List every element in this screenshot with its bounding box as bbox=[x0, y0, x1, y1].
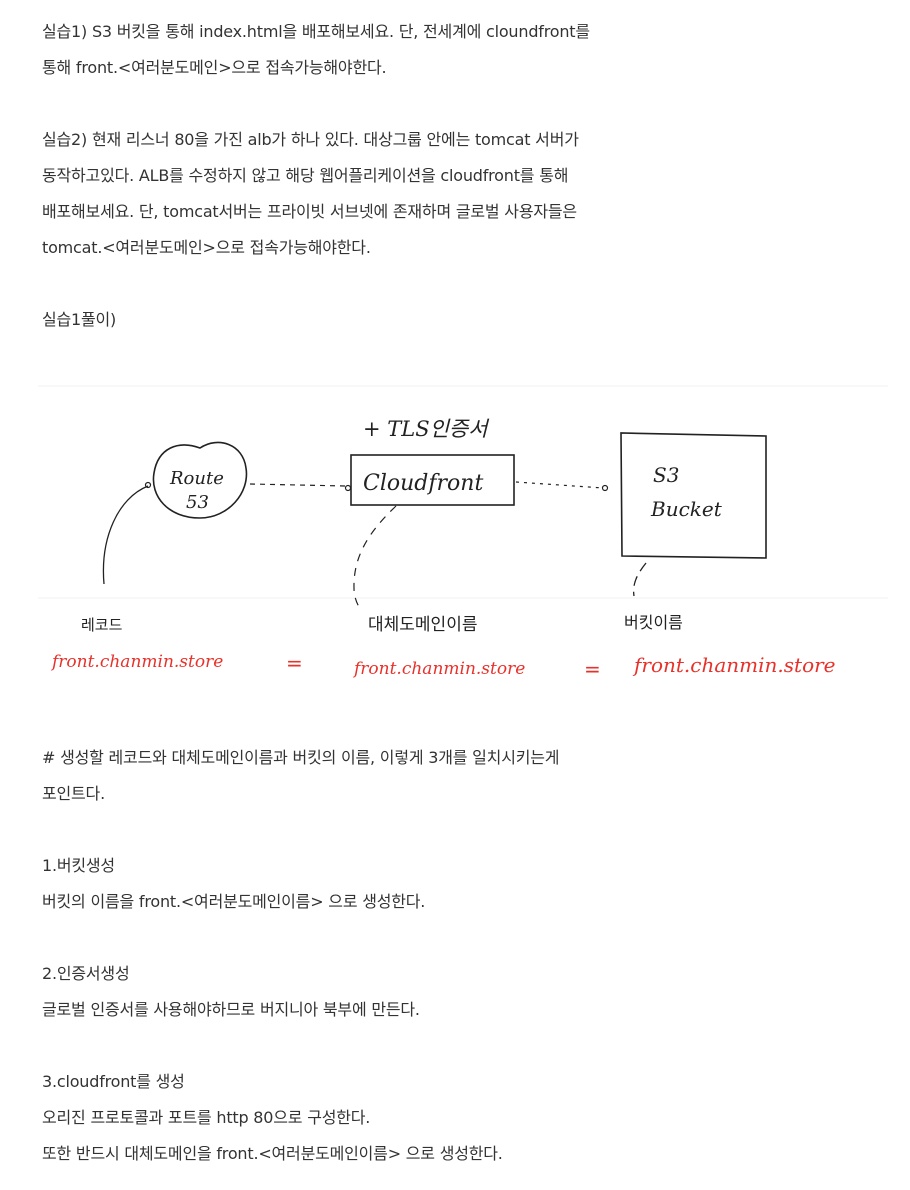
equals-sign-1: = bbox=[286, 651, 303, 675]
blank-line bbox=[42, 1028, 892, 1064]
blank-line bbox=[42, 920, 892, 956]
paragraph-line: 배포해보세요. 단, tomcat서버는 프라이빗 서브넷에 존재하며 글로벌 … bbox=[42, 202, 577, 221]
paragraph-line: 통해 front.<여러분도메인>으로 접속가능해야한다. bbox=[42, 58, 387, 77]
sketch-canvas: + TLS인증서 Route 53 Cloudfront S3 Bucket 레… bbox=[38, 385, 888, 681]
record-label: 레코드 bbox=[81, 616, 123, 634]
route53-icon bbox=[152, 441, 248, 519]
cloudfront-label: Cloudfront bbox=[363, 471, 483, 496]
s3-label-line2: Bucket bbox=[650, 497, 723, 521]
document-body-bottom: # 생성할 레코드와 대체도메인이름과 버킷의 이름, 이렇게 3개를 일치시키… bbox=[42, 740, 892, 1172]
paragraph-line: 또한 반드시 대체도메인을 front.<여러분도메인이름> 으로 생성한다. bbox=[42, 1144, 503, 1163]
blank-line bbox=[42, 86, 892, 122]
blank-line bbox=[42, 266, 892, 302]
equals-sign-2: = bbox=[584, 657, 601, 681]
step-heading: 2.인증서생성 bbox=[42, 964, 130, 983]
paragraph-line: 버킷의 이름을 front.<여러분도메인이름> 으로 생성한다. bbox=[42, 892, 426, 911]
architecture-sketch: + TLS인증서 Route 53 Cloudfront S3 Bucket 레… bbox=[38, 378, 888, 698]
paragraph-line: 글로벌 인증서를 사용해야하므로 버지니아 북부에 만든다. bbox=[42, 1000, 420, 1019]
document-body-top: 실습1) S3 버킷을 통해 index.html을 배포해보세요. 단, 전세… bbox=[42, 14, 892, 338]
paragraph-line: 실습2) 현재 리스너 80을 가진 alb가 하나 있다. 대상그룹 안에는 … bbox=[42, 130, 579, 149]
alt-domain-name-label: 대체도메인이름 bbox=[368, 615, 477, 635]
section-heading: 실습1풀이) bbox=[42, 310, 117, 329]
record-value: front.chanmin.store bbox=[50, 652, 223, 672]
paragraph-line: tomcat.<여러분도메인>으로 접속가능해야한다. bbox=[42, 238, 371, 257]
paragraph-line: 실습1) S3 버킷을 통해 index.html을 배포해보세요. 단, 전세… bbox=[42, 22, 590, 41]
link-cloudfront-s3 bbox=[515, 481, 604, 489]
bucket-name-label: 버킷이름 bbox=[624, 613, 683, 632]
tls-certificate-label: + TLS인증서 bbox=[363, 417, 490, 441]
paragraph-line: 오리진 프로토콜과 포트를 http 80으로 구성한다. bbox=[42, 1108, 371, 1127]
route53-label-line2: 53 bbox=[186, 492, 209, 513]
link-route53-cloudfront bbox=[249, 483, 347, 487]
alt-domain-value: front.chanmin.store bbox=[352, 659, 525, 679]
s3-label-line1: S3 bbox=[653, 463, 679, 487]
route53-label-line1: Route bbox=[169, 468, 224, 489]
bucket-name-value: front.chanmin.store bbox=[632, 653, 836, 677]
paragraph-line: 포인트다. bbox=[42, 784, 105, 803]
step-heading: 3.cloudfront를 생성 bbox=[42, 1072, 185, 1091]
cloudfront-box bbox=[350, 454, 515, 506]
paragraph-line: # 생성할 레코드와 대체도메인이름과 버킷의 이름, 이렇게 3개를 일치시키… bbox=[42, 748, 560, 767]
bucket-name-leader-line bbox=[632, 562, 647, 597]
paragraph-line: 동작하고있다. ALB를 수정하지 않고 해당 웹어플리케이션을 cloudfr… bbox=[42, 166, 569, 185]
record-leader-line bbox=[102, 485, 149, 585]
s3-bucket-box bbox=[620, 432, 767, 559]
blank-line bbox=[42, 812, 892, 848]
alt-domain-leader-line bbox=[353, 505, 397, 609]
step-heading: 1.버킷생성 bbox=[42, 856, 115, 875]
